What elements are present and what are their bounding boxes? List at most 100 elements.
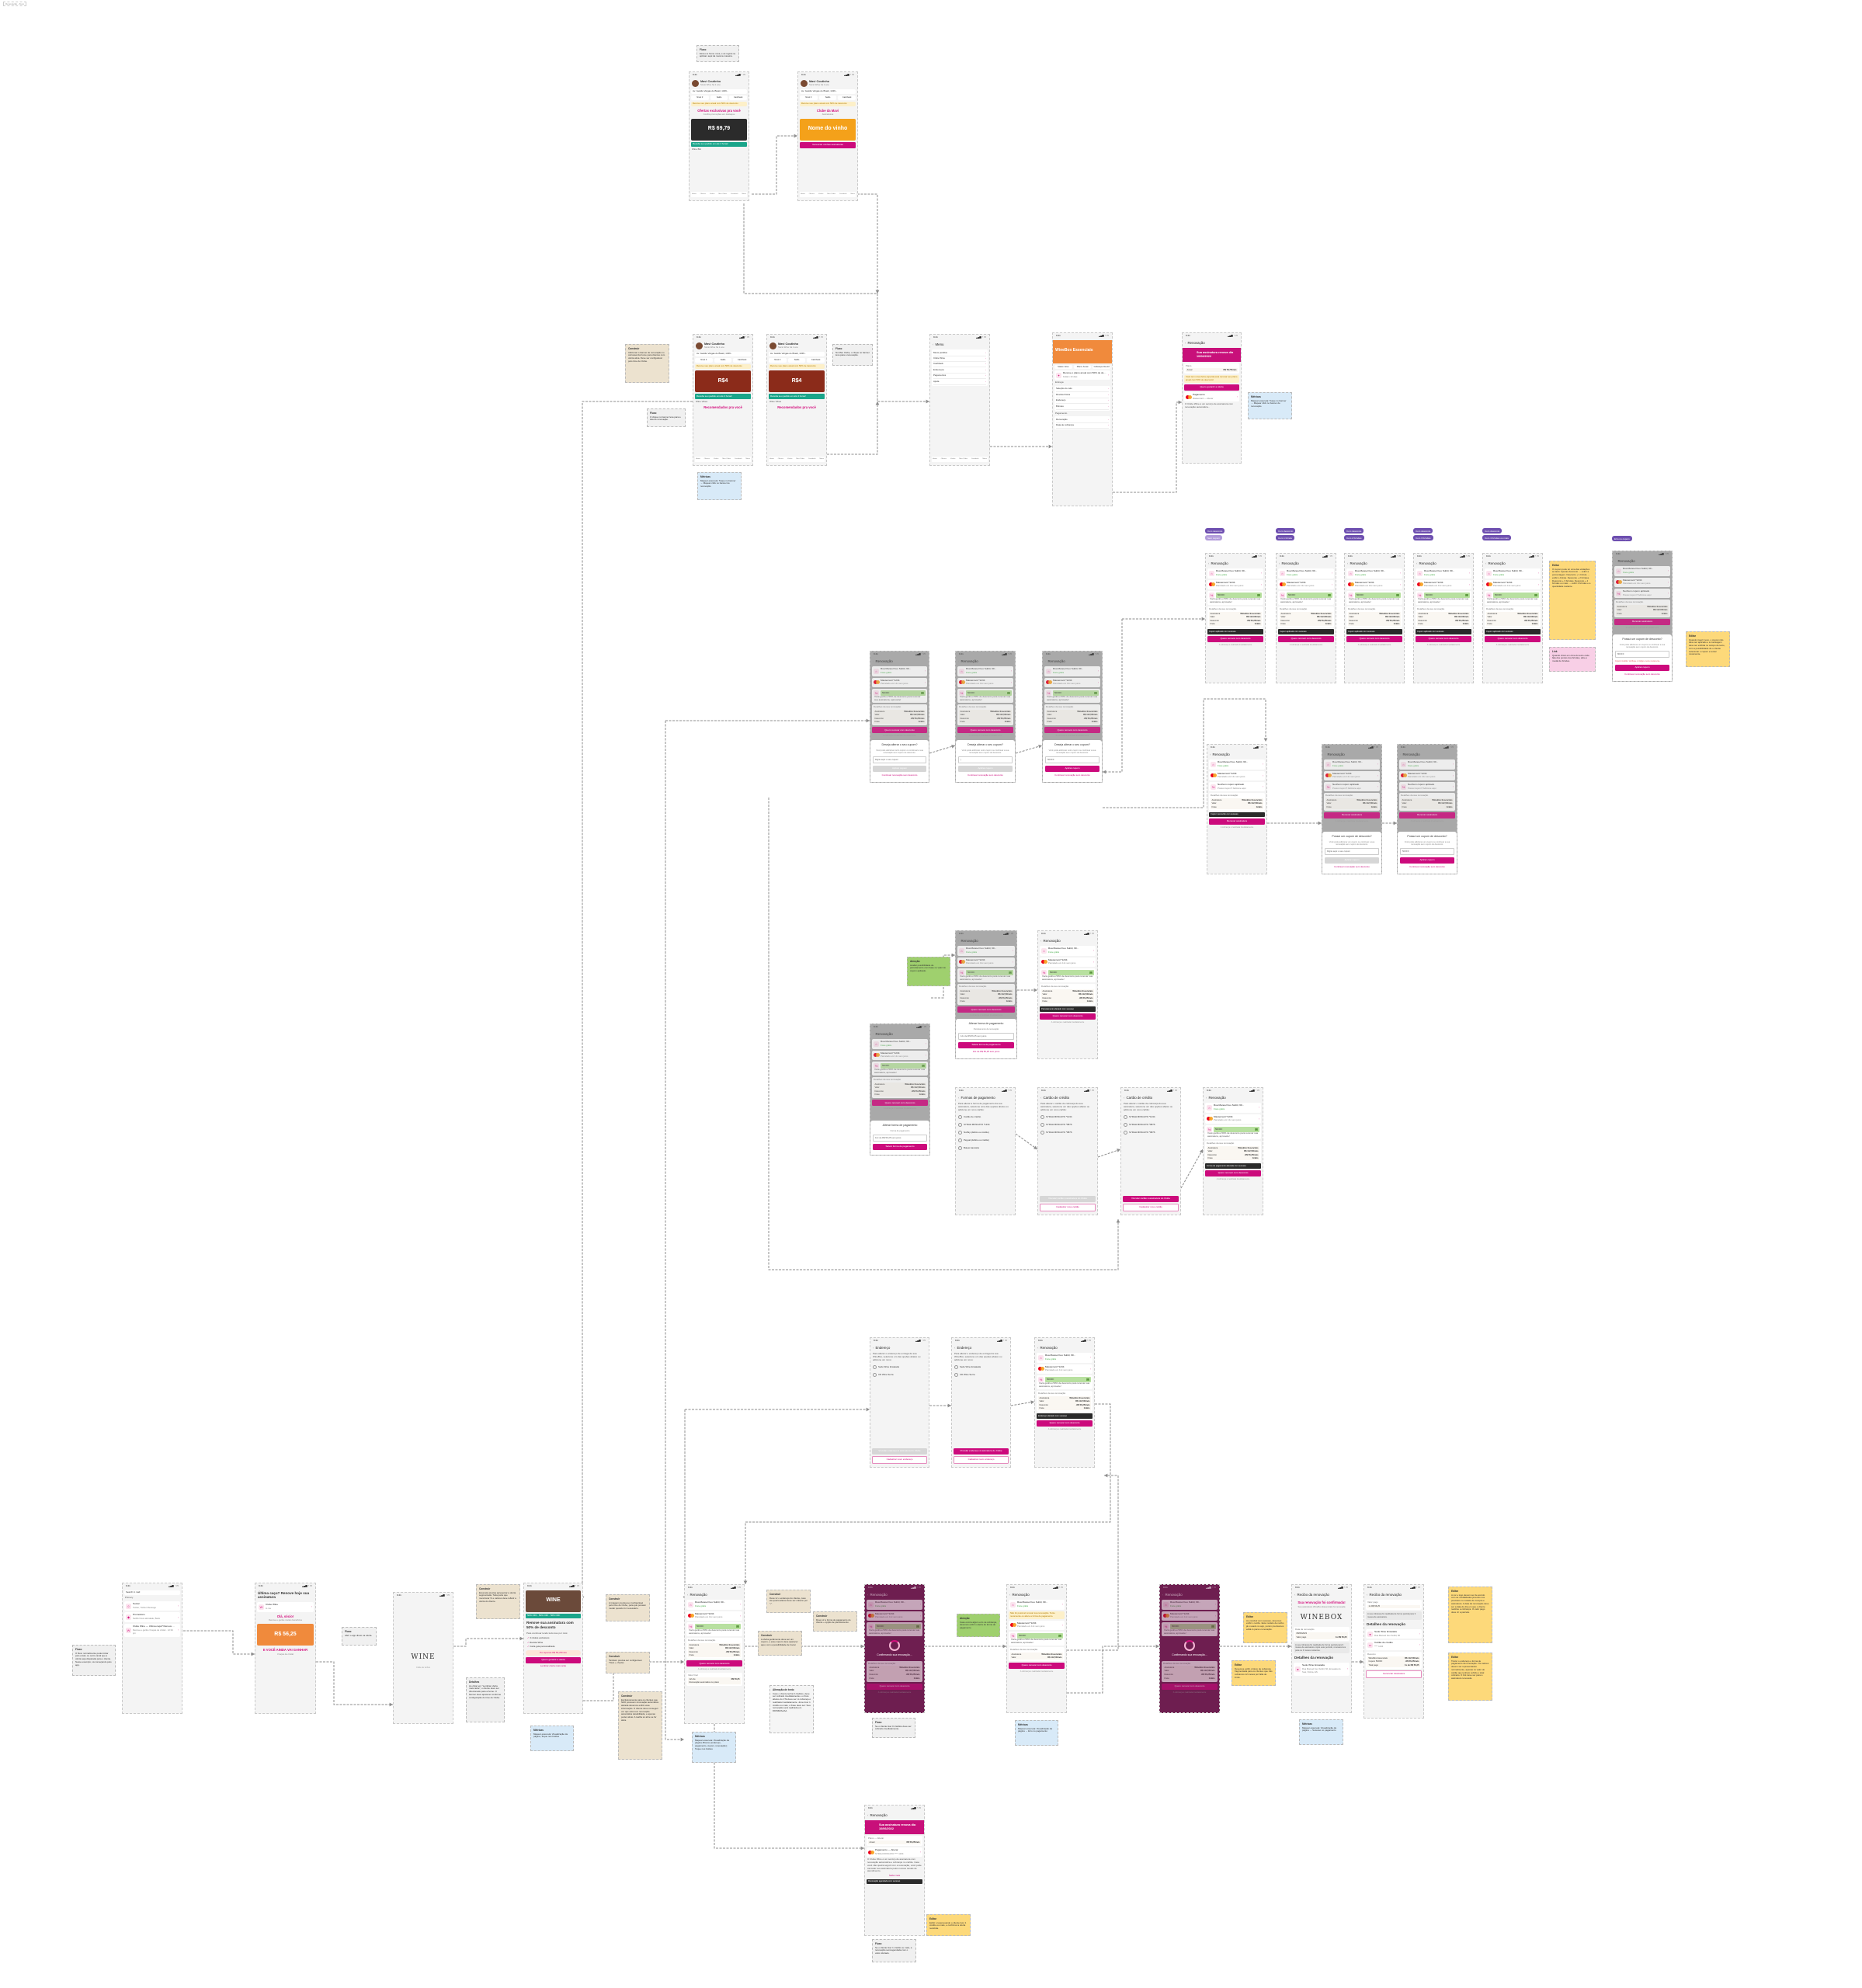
tab-item[interactable]: Home — [696, 458, 700, 461]
primary-button[interactable]: Quero renovar com desconto — [1009, 1663, 1065, 1670]
primary-button[interactable]: Quero renovar com desconto — [1037, 1420, 1093, 1427]
back-chevron-icon[interactable]: ‹ — [1210, 752, 1211, 756]
back-chevron-icon[interactable]: ‹ — [1040, 938, 1042, 943]
primary-button[interactable]: Renovar assinatura — [1324, 812, 1380, 818]
primary-button[interactable]: Quero renovar com desconto — [872, 1100, 928, 1107]
primary-button[interactable]: Cadastrar novo cartão — [1123, 1203, 1179, 1211]
address-card[interactable]: ⌂Rua Manoel Feu Subtil, 60...Frete gráti… — [867, 1600, 922, 1610]
primary-button[interactable]: Vincular endereço à assinatura do Clube — [872, 1448, 927, 1455]
modal-link[interactable]: 12x de R$ 56,25 sem juros — [972, 1050, 1000, 1054]
list-item[interactable]: Cashback› — [933, 362, 986, 368]
address-card[interactable]: ⌂Rua Manoel Feu Subtil, 60...Frete gráti… — [1346, 568, 1402, 579]
back-chevron-icon[interactable]: ‹ — [1485, 561, 1487, 565]
remove-coupon-icon[interactable]: × — [1007, 690, 1010, 695]
list-item[interactable]: Seleção do mês› — [1056, 387, 1109, 393]
modal-primary-button[interactable]: Aplicar cupom — [1615, 665, 1669, 672]
back-chevron-icon[interactable]: ‹ — [1615, 558, 1617, 563]
text-link[interactable]: Lembrar oferta mais tarde — [540, 1664, 567, 1668]
address-card[interactable]: ⌂Rua Manoel Feu Subtil, 60...Frete gráti… — [1416, 568, 1471, 579]
tab-item[interactable]: Meu Clube — [718, 193, 727, 196]
remove-coupon-icon[interactable]: × — [1058, 1633, 1061, 1638]
address-card[interactable]: ⌂Rua Manoel Feu Subtil, 60...Frete gráti… — [686, 1600, 742, 1610]
coupon-field[interactable]: 50OFF× — [966, 690, 1012, 696]
modal-primary-button[interactable]: Aplicar cupom — [1045, 766, 1099, 773]
back-chevron-icon[interactable]: ‹ — [954, 1345, 956, 1350]
remove-coupon-icon[interactable]: × — [1328, 593, 1331, 597]
tab-item[interactable]: Vinhos — [950, 458, 956, 461]
tab-item[interactable]: Menu — [850, 193, 855, 196]
address-card[interactable]: ⌂Rua Manoel Feu Subtil, 60...Frete gráti… — [1209, 759, 1265, 770]
promo-banner[interactable]: R$ 69,79 — [691, 118, 747, 141]
tab-item[interactable]: Vinhos — [787, 458, 793, 461]
tab-item[interactable]: Menu — [745, 458, 750, 461]
list-item[interactable]: Revista Física› — [1056, 392, 1109, 398]
info-strip[interactable]: Receba seu pedido em até 4 horas! — [691, 141, 747, 148]
list-item[interactable]: Clube Wine› — [933, 356, 986, 363]
primary-button[interactable]: Quero renovar com desconto — [1207, 635, 1263, 642]
tab-item[interactable]: Vinhos — [818, 193, 824, 196]
primary-button[interactable]: Quero renovar com desconto — [1485, 635, 1541, 642]
tab-item[interactable]: Vinhos — [713, 458, 719, 461]
coupon-input[interactable]: 50OFF — [1400, 848, 1454, 856]
primary-button[interactable]: Quero renovar com desconto — [872, 727, 927, 734]
primary-button[interactable]: Cadastrar novo endereço — [872, 1455, 927, 1464]
radio-option[interactable]: SYRAH MOSCATO *1234 — [957, 1121, 1013, 1129]
radio-option[interactable]: Sede Wine Ensaiada — [872, 1364, 927, 1371]
tab-item[interactable]: Home — [933, 458, 937, 461]
back-chevron-icon[interactable]: ‹ — [1206, 1095, 1207, 1100]
tab-item[interactable]: Ofertas — [777, 458, 783, 461]
alert-banner[interactable]: Renove seu plano anual com 50% de descon… — [691, 101, 747, 107]
list-item[interactable]: Brindes› — [1056, 404, 1109, 410]
tab-item[interactable]: Vinhos — [709, 193, 715, 196]
primary-button[interactable]: Quero renovar com desconto — [1416, 635, 1471, 642]
address-card[interactable]: ⌂Rua Manoel Feu Subtil, 60...Frete gráti… — [957, 666, 1013, 676]
text-link[interactable]: Saiba mais — [888, 1874, 901, 1877]
avatar[interactable] — [769, 342, 776, 349]
primary-button[interactable]: Quero renovar com desconto — [1205, 1170, 1261, 1176]
back-chevron-icon[interactable]: ‹ — [867, 1812, 869, 1817]
back-chevron-icon[interactable]: ‹ — [873, 659, 874, 663]
coupon-field[interactable]: 50OFF× — [1424, 593, 1470, 598]
radio-option[interactable]: Cartão de crédito — [957, 1114, 1013, 1121]
primary-button[interactable]: Quero garantir a oferta — [1184, 384, 1239, 391]
back-chevron-icon[interactable]: ‹ — [1162, 1592, 1164, 1597]
address-card[interactable]: ⌂Rua Manoel Feu Subtil, 60...Frete gráti… — [1009, 1600, 1065, 1610]
remove-coupon-icon[interactable]: × — [921, 690, 924, 695]
address-card[interactable]: ⌂Rua Manoel Feu Subtil, 60...Frete gráti… — [957, 946, 1015, 956]
address-selector[interactable]: Av. Getúlio Vargas do Brasil, 1349... — [769, 351, 825, 357]
radio-option[interactable]: Boleto bancário — [957, 1145, 1013, 1152]
list-item[interactable]: Renovação› — [1056, 417, 1109, 423]
radio-option[interactable]: SYRAH MOSCATO *9876 — [1123, 1129, 1179, 1137]
primary-button[interactable]: Quero renovar com desconto — [686, 1660, 742, 1667]
primary-button[interactable]: Quero renovar com desconto — [1346, 635, 1402, 642]
address-card[interactable]: ⌂Rua Manoel Feu Subtil, 60...Frete gráti… — [1207, 568, 1263, 579]
promo-banner[interactable]: Nome do vinho — [800, 118, 856, 141]
coupon-field[interactable]: 50OFF× — [695, 1624, 741, 1629]
address-card[interactable]: ⌂Rua Manoel Feu Subtil, 60...Frete gráti… — [872, 666, 927, 676]
coupon-field[interactable]: 50OFF× — [875, 1624, 921, 1629]
tab-item[interactable]: Home — [801, 193, 805, 196]
remove-coupon-icon[interactable]: × — [1255, 1127, 1258, 1131]
address-selector[interactable]: Av. Getúlio Vargas do Brasil, 1349... — [695, 351, 751, 357]
alert-banner[interactable]: Não foi possível renovar sua renovação. … — [1009, 1611, 1065, 1619]
back-chevron-icon[interactable]: ‹ — [958, 1095, 960, 1100]
coupon-input[interactable]: | — [958, 756, 1013, 764]
list-item[interactable]: Ajuda› — [933, 379, 986, 385]
tab-item[interactable]: Meu Clube — [796, 458, 804, 461]
address-card[interactable]: ⌂Rua Manoel Feu Subtil, 60...Frete gráti… — [1614, 566, 1670, 576]
back-chevron-icon[interactable]: ‹ — [1208, 561, 1210, 565]
promo-banner[interactable]: WINE — [526, 1590, 581, 1612]
promo-banner[interactable]: R$ 56,25 — [257, 1624, 314, 1646]
